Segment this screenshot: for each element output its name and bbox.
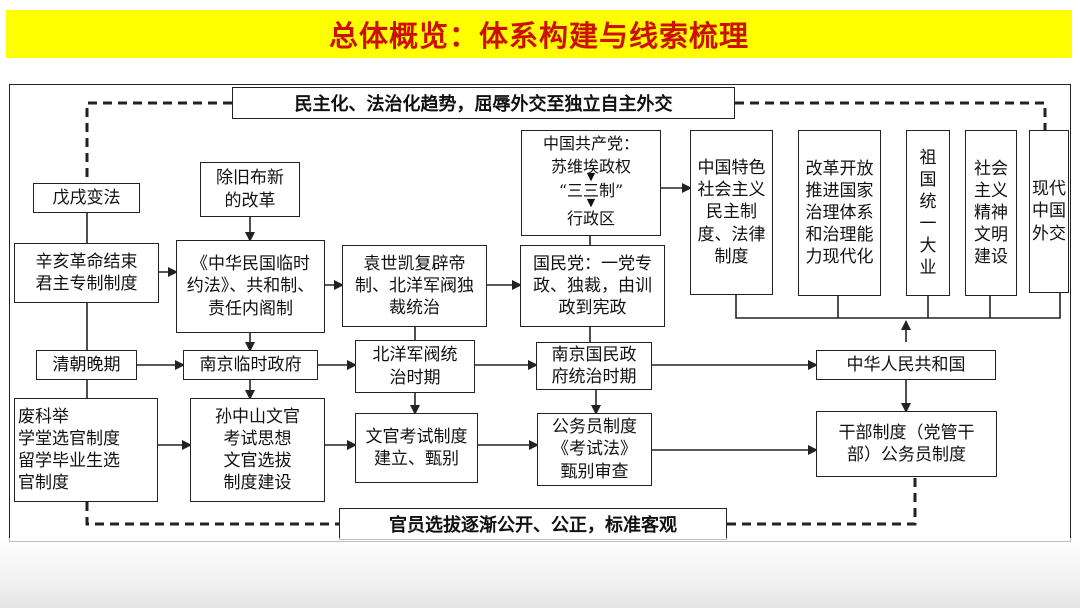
box-abolish-keju: 废科举 学堂选官制度 留学毕业生选 官制度 (14, 398, 158, 502)
box-nanjing-provisional-gov: 南京临时政府 (183, 350, 318, 380)
box-nanjing-national-gov: 南京国民政 府统治时期 (536, 342, 652, 390)
trend-banner-bottom: 官员选拔逐渐公开、公正，标准客观 (339, 508, 727, 540)
ccp-line-1: 中国共产党： (522, 135, 660, 153)
ccp-line-4: 行政区 (522, 210, 660, 228)
box-cadre-system: 干部制度（党管干 部）公务员制度 (816, 411, 997, 477)
box-prc: 中华人民共和国 (816, 350, 996, 380)
box-yuan-shikai: 袁世凯复辟帝 制、北洋军阀独 裁统治 (342, 245, 487, 327)
box-socialist-democracy: 中国特色社会主义民主制度、法律制度 (690, 130, 773, 295)
box-civil-exam-system: 文官考试制度 建立、甄别 (355, 413, 478, 483)
box-reform-old: 除旧布新 的改革 (200, 162, 300, 217)
box-provisional-constitution: 《中华民国临时 约法》、共和制、 责任内阁制 (176, 240, 325, 333)
box-sun-yatsen-exam: 孙中山文官 考试思想 文官选拔 制度建设 (190, 398, 325, 502)
box-wuxu-reform: 戊戌变法 (33, 183, 140, 213)
box-civil-servant-system: 公务员制度 《考试法》 甄别审查 (537, 413, 652, 486)
ink-landscape-decoration (0, 538, 1080, 608)
page-title: 总体概览：体系构建与线索梳理 (6, 10, 1072, 58)
box-reunification: 祖国统一大业 (906, 130, 950, 296)
box-modern-diplomacy: 现代中国外交 (1029, 130, 1069, 293)
box-ccp-soviet: 中国共产党： 苏维埃政权 ▼ “三三制” ▼ 行政区 (521, 130, 661, 236)
box-beiyang-era: 北洋军阀统 治时期 (355, 340, 475, 393)
box-reform-opening: 改革开放推进国家治理体系和治理能力现代化 (798, 130, 881, 296)
box-spiritual-civilization: 社会主义精神文明建设 (965, 130, 1017, 296)
trend-banner-top: 民主化、法治化趋势，屈辱外交至独立自主外交 (232, 87, 735, 119)
box-xinhai-revolution: 辛亥革命结束 君主专制制度 (14, 243, 159, 303)
down-arrow-icon: ▼ (522, 197, 660, 208)
box-late-qing: 清朝晚期 (36, 350, 137, 380)
box-kmt-one-party: 国民党：一党专 政、独裁，由训 政到宪政 (520, 245, 665, 327)
